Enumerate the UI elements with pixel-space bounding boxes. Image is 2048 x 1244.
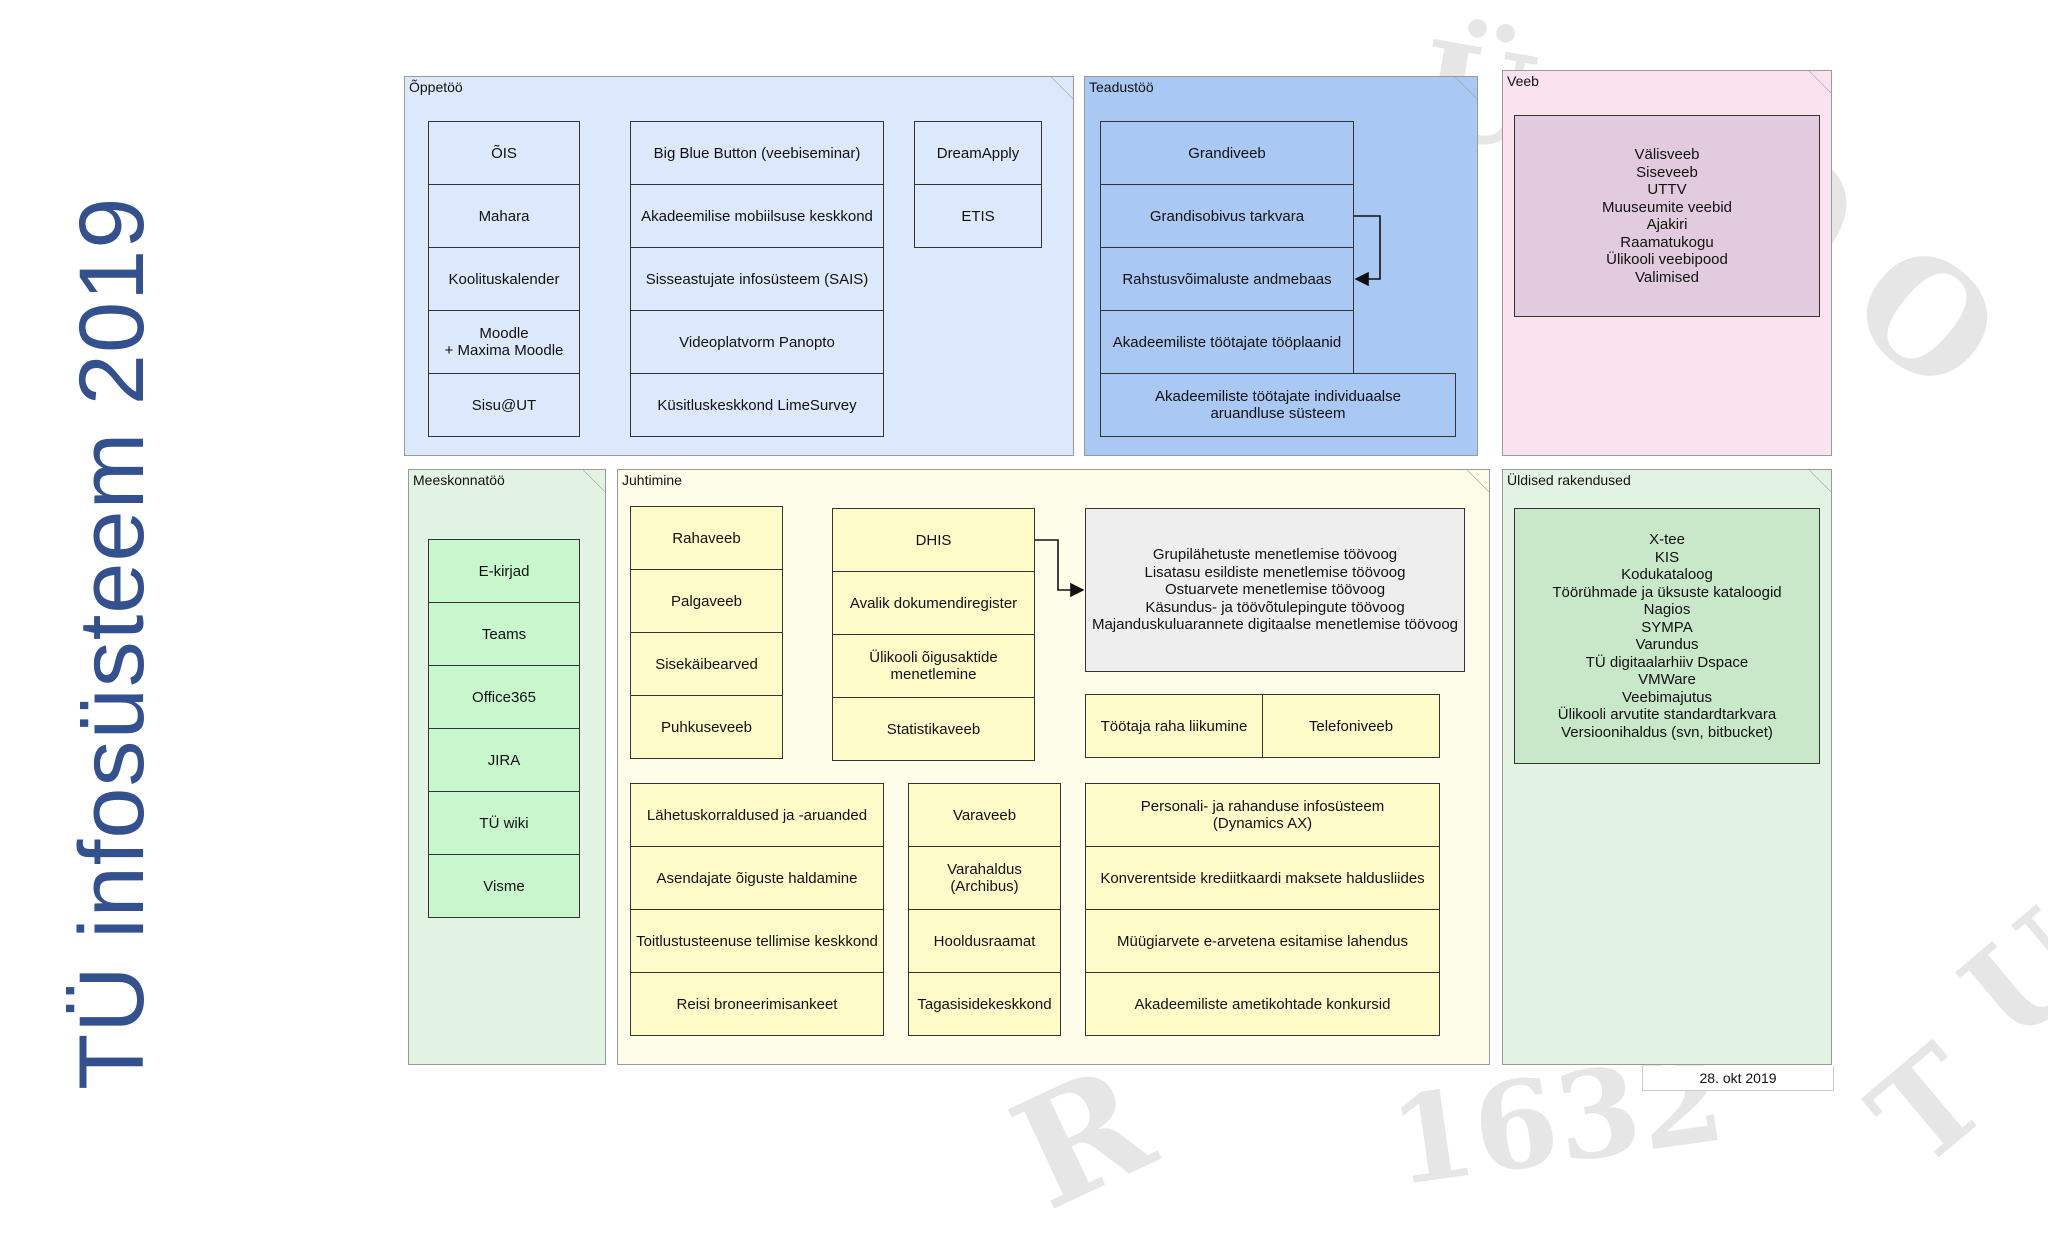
system-tuwiki: TÜ wiki [428, 791, 580, 855]
date-label: 28. okt 2019 [1642, 1066, 1834, 1091]
system-hooldusraamat: Hooldusraamat [908, 909, 1061, 973]
general-system-item: Versioonihaldus (svn, bitbucket) [1561, 723, 1773, 741]
system-reisi-broneerimine: Reisi broneerimisankeet [630, 972, 884, 1036]
general-system-item: Ülikooli arvutite standardtarkvara [1557, 706, 1777, 723]
system-palgaveeb: Palgaveeb [630, 569, 783, 633]
system-varaveeb: Varaveeb [908, 783, 1061, 847]
panel-label: Üldised rakendused [1507, 472, 1631, 488]
system-oigusaktid: Ülikooli õigusaktide menetlemine [832, 634, 1035, 698]
veeb-system-item: Siseveeb [1636, 163, 1698, 181]
workflow-item: Ostuarvete menetlemise töövoog [1164, 581, 1386, 599]
system-koolituskalender: Koolituskalender [428, 247, 580, 311]
system-moodle: Moodle + Maxima Moodle [428, 310, 580, 374]
general-system-item: Kodukataloog [1621, 566, 1713, 583]
system-krediitkaart: Konverentside krediitkaardi maksete hald… [1085, 846, 1440, 910]
system-visme: Visme [428, 854, 580, 918]
system-aruandlus: Akadeemiliste töötajate individuaalse ar… [1100, 373, 1456, 437]
veeb-system-item: Muuseumite veebid [1601, 198, 1733, 216]
system-sais: Sisseastujate infosüsteem (SAIS) [630, 247, 884, 311]
system-dynamics-ax: Personali- ja rahanduse infosüsteem (Dyn… [1085, 783, 1440, 847]
system-e-arved: Müügiarvete e-arvetena esitamise lahendu… [1085, 909, 1440, 973]
system-puhkuseveeb: Puhkuseveeb [630, 695, 783, 759]
system-mobiilsus: Akadeemilise mobiilsuse keskkond [630, 184, 884, 248]
slide: Ü O O R 1632 T U TÜ infosüsteem 2019 Õpp… [61, 11, 2048, 1244]
veeb-system-item: Välisveeb [1634, 146, 1700, 163]
system-ekirjad: E-kirjad [428, 539, 580, 603]
system-telefoniveeb: Telefoniveeb [1262, 694, 1440, 758]
arrow-grandisobivus-to-rahastus [1354, 215, 1381, 287]
general-system-item: Varundus [1635, 636, 1699, 653]
general-system-item: Töörühmade ja üksuste kataloogid [1552, 583, 1782, 601]
system-etis: ETIS [914, 184, 1042, 248]
system-toitlustus: Toitlustusteenuse tellimise keskkond [630, 909, 884, 973]
general-system-item: Nagios [1643, 601, 1691, 618]
connectors [1035, 215, 1381, 598]
system-sisekaibearved: Sisekäibearved [630, 632, 783, 696]
system-statistikaveeb: Statistikaveeb [832, 697, 1035, 761]
system-grandiveeb: Grandiveeb [1100, 121, 1354, 185]
veeb-system-item: Ülikooli veebipood [1606, 251, 1728, 268]
workflow-item: Grupilähetuste menetlemise töövoog [1152, 546, 1398, 564]
panel-label: Juhtimine [622, 472, 682, 488]
system-sisu: Sisu@UT [428, 373, 580, 437]
general-system-item: TÜ digitaalarhiiv Dspace [1585, 653, 1749, 671]
panel-label: Teadustöö [1089, 79, 1154, 95]
system-mahara: Mahara [428, 184, 580, 248]
general-system-item: SYMPA [1641, 618, 1693, 636]
veeb-system-item: Valimised [1635, 268, 1699, 286]
system-tootaja-raha: Töötaja raha liikumine [1085, 694, 1263, 758]
panel-label: Meeskonnatöö [413, 472, 505, 488]
workflow-item: Majanduskuluarannete digitaalse menetlem… [1091, 616, 1459, 634]
system-teams: Teams [428, 602, 580, 666]
general-system-item: VMWare [1638, 671, 1696, 688]
system-dhis: DHIS [832, 508, 1035, 572]
arrow-dhis-to-workflows [1035, 539, 1085, 598]
system-archibus: Varahaldus (Archibus) [908, 846, 1061, 910]
workflow-item: Käsundus- ja töövõtulepingute töövoog [1145, 598, 1405, 616]
system-tooplaanid: Akadeemiliste töötajate tööplaanid [1100, 310, 1354, 374]
general-system-item: Veebimajutus [1621, 688, 1713, 706]
general-system-item: X-tee [1649, 531, 1685, 548]
general-system-item: KIS [1654, 548, 1680, 566]
system-bigbluebutton: Big Blue Button (veebiseminar) [630, 121, 884, 185]
system-office365: Office365 [428, 665, 580, 729]
system-dreamapply: DreamApply [914, 121, 1042, 185]
system-panopto: Videoplatvorm Panopto [630, 310, 884, 374]
system-tagasiside: Tagasisidekeskkond [908, 972, 1061, 1036]
system-lahetuskorraldused: Lähetuskorraldused ja -aruanded [630, 783, 884, 847]
system-konkursid: Akadeemiliste ametikohtade konkursid [1085, 972, 1440, 1036]
system-jira: JIRA [428, 728, 580, 792]
panel-label: Õppetöö [409, 79, 463, 95]
veeb-system-item: UTTV [1647, 181, 1687, 198]
veeb-system-item: Ajakiri [1646, 216, 1688, 233]
panel-label: Veeb [1507, 73, 1539, 89]
system-asendajad: Asendajate õiguste haldamine [630, 846, 884, 910]
system-dokumendiregister: Avalik dokumendiregister [832, 571, 1035, 635]
system-grandisobivus: Grandisobivus tarkvara [1100, 184, 1354, 248]
workflow-item: Lisatasu esildiste menetlemise töövoog [1144, 563, 1406, 581]
system-limesurvey: Küsitluskeskkond LimeSurvey [630, 373, 884, 437]
veeb-system-item: Raamatukogu [1620, 233, 1714, 251]
